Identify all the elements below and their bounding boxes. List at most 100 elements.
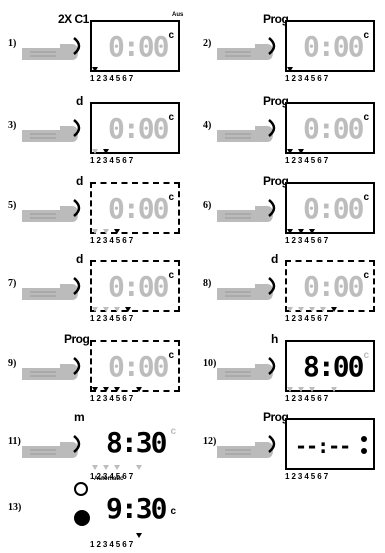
c-sign: c: [168, 350, 174, 361]
c-sign: c: [363, 30, 369, 41]
day-marker: [298, 149, 304, 154]
step-13: 13) Automatic 9:30 c 1234567: [0, 470, 190, 549]
hand-pointer-icon: [22, 284, 78, 300]
day-marker: [287, 229, 293, 234]
lcd-digits: 0:00: [108, 350, 169, 383]
day-indicators: 1234567: [90, 394, 136, 403]
lcd-digits: 8:30: [106, 426, 167, 459]
lcd-display: 8:30 c: [90, 418, 180, 470]
step-3: 3) d 0:00 c 1234567: [0, 92, 190, 168]
step-7: 7) d 0:00 c 1234567: [0, 250, 190, 326]
hand-pointer-icon: [217, 442, 273, 458]
hand-pointer-icon: [22, 126, 78, 142]
day-marker: [136, 533, 142, 538]
step-number: 5): [8, 200, 17, 211]
indicator-dot: [361, 436, 367, 442]
button-label: d: [76, 94, 83, 108]
day-marker-done: [298, 307, 304, 312]
lcd-display: --:--: [285, 418, 375, 470]
day-marker-done: [331, 387, 337, 392]
day-marker-done: [298, 387, 304, 392]
day-marker-done: [114, 465, 120, 470]
lcd-display: 0:00 c: [90, 340, 180, 392]
button-label: h: [271, 332, 278, 346]
button-icon: [73, 435, 81, 453]
step-number: 8): [203, 278, 212, 289]
step-8: 8) d 0:00 c 1234567: [195, 250, 385, 326]
lcd-digits: 0:00: [108, 270, 169, 303]
lcd-digits: 0:00: [108, 192, 169, 225]
step-4: 4) Prog 0:00 c 1234567: [195, 92, 385, 168]
lcd-digits: 0:00: [303, 270, 364, 303]
lcd-display: 0:00 c: [285, 20, 375, 72]
step-number: 6): [203, 200, 212, 211]
day-marker: [287, 67, 293, 72]
step-number: 1): [8, 38, 17, 49]
day-marker-done: [309, 387, 315, 392]
day-indicators: 1234567: [90, 236, 136, 245]
c-sign: c: [363, 350, 369, 361]
day-marker: [287, 149, 293, 154]
day-marker-done: [136, 465, 142, 470]
clock-icon: [74, 482, 88, 496]
step-number: 10): [203, 358, 217, 369]
button-label: Prog: [263, 410, 289, 424]
lcd-digits: 0:00: [108, 30, 169, 63]
day-indicators: 1234567: [285, 156, 331, 165]
c-sign: c: [168, 112, 174, 123]
day-indicators: 1234567: [90, 472, 136, 481]
indicator-dot: [361, 448, 367, 454]
c-sign: c: [363, 112, 369, 123]
day-marker: [309, 229, 315, 234]
step-number: 9): [8, 358, 17, 369]
button-icon: [268, 357, 276, 375]
step-number: 4): [203, 120, 212, 131]
day-indicators: 1234567: [285, 314, 331, 323]
day-marker: [92, 67, 98, 72]
button-label: d: [76, 252, 83, 266]
step-5: 5) d 0:00 c 1234567: [0, 172, 190, 248]
day-marker-done: [309, 307, 315, 312]
knob-icon: [74, 510, 90, 526]
step-12: 12) Prog --:-- 1234567: [195, 408, 385, 484]
button-icon: [73, 277, 81, 295]
lcd-display: 0:00 c: [285, 182, 375, 234]
button-label: Prog: [263, 94, 289, 108]
day-marker: [103, 149, 109, 154]
hand-pointer-icon: [217, 126, 273, 142]
hand-pointer-icon: [217, 364, 273, 380]
button-icon: [268, 199, 276, 217]
hand-pointer-icon: [22, 364, 78, 380]
c-sign: c: [170, 426, 176, 437]
lcd-digits: 0:00: [303, 30, 364, 63]
lcd-display: 0:00 c: [90, 260, 180, 312]
day-marker: [331, 307, 337, 312]
day-marker-done: [320, 307, 326, 312]
step-number: 7): [8, 278, 17, 289]
day-indicators: 1234567: [90, 540, 136, 549]
hand-pointer-icon: [217, 206, 273, 222]
lcd-display: 0:00 c: [285, 102, 375, 154]
day-marker: [92, 387, 98, 392]
day-marker: [114, 387, 120, 392]
day-marker-done: [92, 307, 98, 312]
step-10: 10) h 8:00 c 1234567: [195, 330, 385, 406]
step-number: 3): [8, 120, 17, 131]
button-label: d: [271, 252, 278, 266]
day-marker-done: [103, 307, 109, 312]
day-marker-done: [103, 229, 109, 234]
day-marker-done: [103, 465, 109, 470]
step-number: 13): [8, 502, 22, 513]
step-9: 9) Prog 0:00 c 1234567: [0, 330, 190, 406]
day-marker-done: [287, 307, 293, 312]
mode-label: Automatic: [94, 476, 124, 482]
step-2: 2) Prog 0:00 c 1234567: [195, 10, 385, 86]
lcd-display: 9:30 c: [90, 484, 180, 536]
step-11: 11) m 8:30 c 1234567: [0, 408, 190, 484]
day-marker: [136, 387, 142, 392]
day-indicators: 1234567: [90, 314, 136, 323]
day-marker-done: [92, 149, 98, 154]
button-label: Prog: [263, 12, 289, 26]
c-sign: c: [168, 30, 174, 41]
day-indicators: 1234567: [285, 236, 331, 245]
